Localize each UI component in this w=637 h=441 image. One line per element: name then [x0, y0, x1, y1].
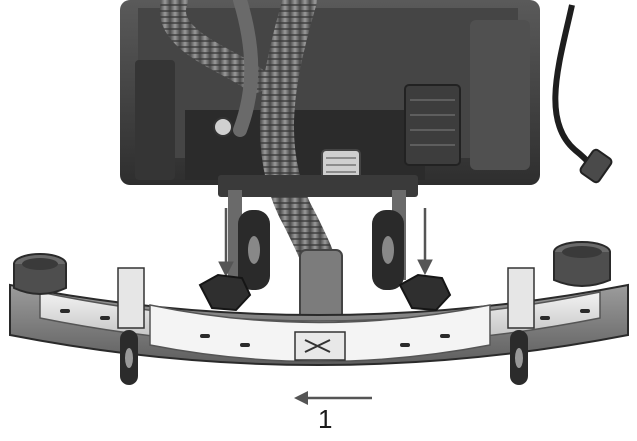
adjustment-knobs	[198, 273, 452, 312]
pedal-block	[404, 84, 461, 166]
direction-arrow	[294, 391, 372, 405]
hose-connector	[299, 249, 343, 321]
callout-label-1: 1	[318, 404, 333, 434]
side-caster-wheels	[117, 267, 535, 385]
machine-body	[120, 0, 540, 185]
rear-wheels	[238, 210, 404, 290]
release-latch	[294, 331, 346, 361]
squeegee-end-cups	[13, 241, 611, 295]
indicator-arrows	[218, 208, 433, 278]
squeegee-blade	[9, 283, 629, 366]
power-cable	[552, 4, 613, 184]
